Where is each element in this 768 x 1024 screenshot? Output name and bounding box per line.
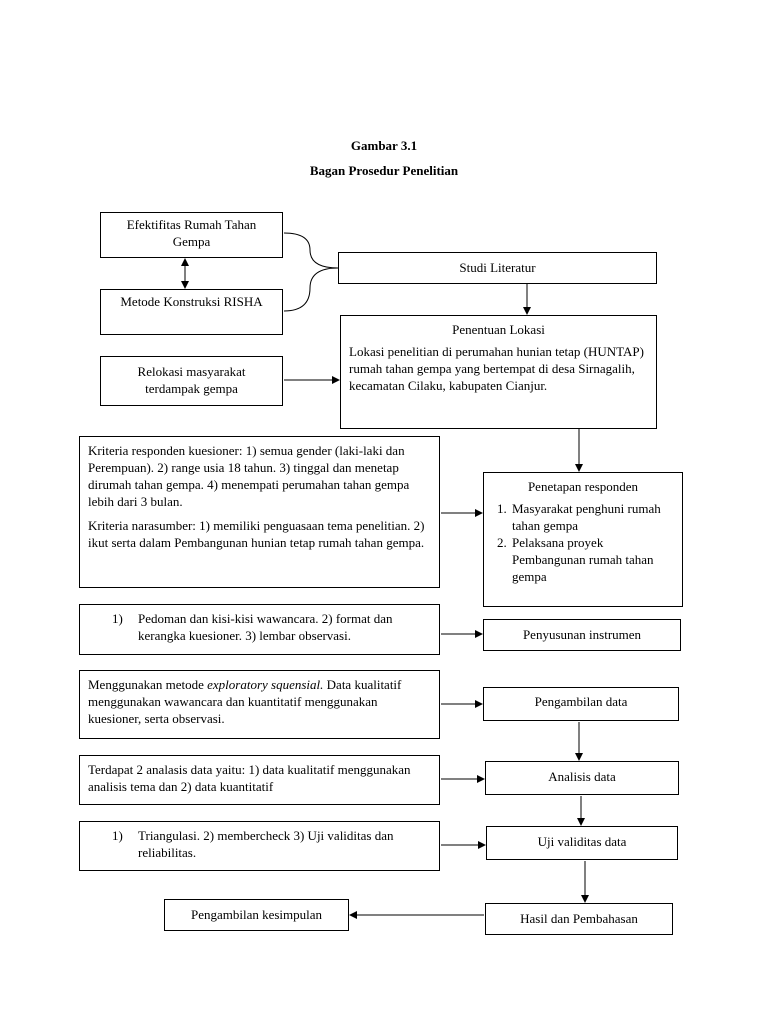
analisis-detail-text: Terdapat 2 analasis data yaitu: 1) data … <box>88 762 411 794</box>
penentuan-lokasi-heading: Penentuan Lokasi <box>452 322 545 337</box>
box-pengambilan-data: Pengambilan data <box>483 687 679 721</box>
box-penetapan-responden: Penetapan responden Masyarakat penghuni … <box>483 472 683 607</box>
box-analisis-data-text: Analisis data <box>548 769 616 784</box>
figure-label: Gambar 3.1 <box>350 138 418 153</box>
box-kesimpulan: Pengambilan kesimpulan <box>164 899 349 931</box>
box-metode-konstruksi: Metode Konstruksi RISHA <box>100 289 283 335</box>
validitas-number: 1) <box>112 828 123 843</box>
kriteria-narasumber-text: Kriteria narasumber: 1) memiliki penguas… <box>88 518 425 550</box>
responden-item: Pelaksana proyek Pembangunan rumah tahan… <box>510 534 674 585</box>
box-studi-literatur: Studi Literatur <box>338 252 657 284</box>
penetapan-responden-heading: Penetapan responden <box>527 479 639 494</box>
box-efektifitas-text: Efektifitas Rumah Tahan Gempa <box>126 217 257 249</box>
figure-title: Bagan Prosedur Penelitian <box>309 163 459 178</box>
instrumen-number: 1) <box>112 611 123 626</box>
box-metode-penelitian: Menggunakan metode exploratory squensial… <box>79 670 440 739</box>
box-uji-validitas-text: Uji validitas data <box>537 834 627 849</box>
penentuan-lokasi-body: Lokasi penelitian di perumahan hunian te… <box>349 344 644 393</box>
responden-item: Masyarakat penghuni rumah tahan gempa <box>510 500 674 534</box>
box-efektifitas: Efektifitas Rumah Tahan Gempa <box>100 212 283 258</box>
metode-text-pre: Menggunakan metode <box>88 677 208 692</box>
box-studi-literatur-text: Studi Literatur <box>459 260 536 275</box>
metode-text-emphasis: exploratory squensial. <box>207 677 324 692</box>
box-analisis-data: Analisis data <box>485 761 679 795</box>
box-pengambilan-data-text: Pengambilan data <box>534 694 628 709</box>
box-instrumen-detail: 1) Pedoman dan kisi-kisi wawancara. 2) f… <box>79 604 440 655</box>
box-validitas-detail: 1) Triangulasi. 2) membercheck 3) Uji va… <box>79 821 440 871</box>
brace-to-studi-literatur <box>283 232 339 312</box>
box-relokasi: Relokasi masyarakat terdampak gempa <box>100 356 283 406</box>
metode-text-post: Data kualitatif menggunakan wawancara da… <box>88 677 402 726</box>
validitas-detail-text: Triangulasi. 2) membercheck 3) Uji valid… <box>138 828 394 860</box>
box-analisis-detail: Terdapat 2 analasis data yaitu: 1) data … <box>79 755 440 805</box>
box-penentuan-lokasi: Penentuan Lokasi Lokasi penelitian di pe… <box>340 315 657 429</box>
box-penyusunan-instrumen: Penyusunan instrumen <box>483 619 681 651</box>
box-penyusunan-instrumen-text: Penyusunan instrumen <box>522 627 642 642</box>
box-kriteria: Kriteria responden kuesioner: 1) semua g… <box>79 436 440 588</box>
box-metode-konstruksi-text: Metode Konstruksi RISHA <box>120 294 263 309</box>
box-uji-validitas: Uji validitas data <box>486 826 678 860</box>
box-kesimpulan-text: Pengambilan kesimpulan <box>190 907 323 922</box>
box-hasil-pembahasan-text: Hasil dan Pembahasan <box>520 911 638 926</box>
box-hasil-pembahasan: Hasil dan Pembahasan <box>485 903 673 935</box>
kriteria-kuesioner-text: Kriteria responden kuesioner: 1) semua g… <box>88 443 410 509</box>
instrumen-detail-text: Pedoman dan kisi-kisi wawancara. 2) form… <box>138 611 393 643</box>
box-relokasi-text: Relokasi masyarakat terdampak gempa <box>137 364 246 396</box>
